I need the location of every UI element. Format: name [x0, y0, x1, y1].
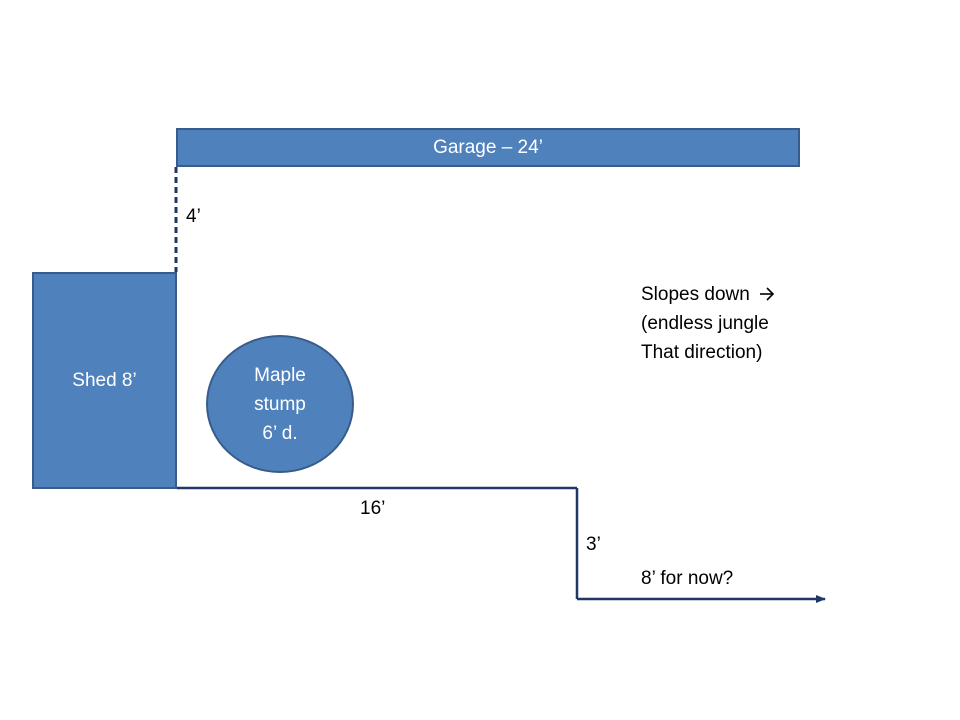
maple-stump-label: Maple stump 6’ d. [208, 337, 352, 471]
shed-label: Shed 8’ [72, 369, 137, 391]
garage-label: Garage – 24’ [433, 136, 543, 158]
slope-note-line-2: (endless jungle [641, 313, 769, 334]
stump-line-1: Maple [254, 364, 306, 386]
maple-stump-shape: Maple stump 6’ d. [206, 335, 354, 473]
slope-note-line-3: That direction) [641, 342, 763, 363]
bottom-dimension-label: 16’ [360, 498, 386, 519]
right-arrow-icon [759, 280, 775, 309]
shed-shape: Shed 8’ [32, 272, 177, 489]
slope-note: Slopes down (endless jungle That directi… [641, 280, 775, 367]
stump-line-3: 6’ d. [262, 422, 298, 444]
extension-dimension-label: 8’ for now? [641, 568, 734, 589]
drop-dimension-label: 3’ [586, 534, 601, 555]
slope-note-line-1: Slopes down [641, 280, 775, 309]
stump-line-2: stump [254, 393, 306, 415]
garage-shape: Garage – 24’ [176, 128, 800, 167]
slope-note-text: Slopes down [641, 284, 750, 305]
gap-dimension-label: 4’ [186, 206, 201, 227]
